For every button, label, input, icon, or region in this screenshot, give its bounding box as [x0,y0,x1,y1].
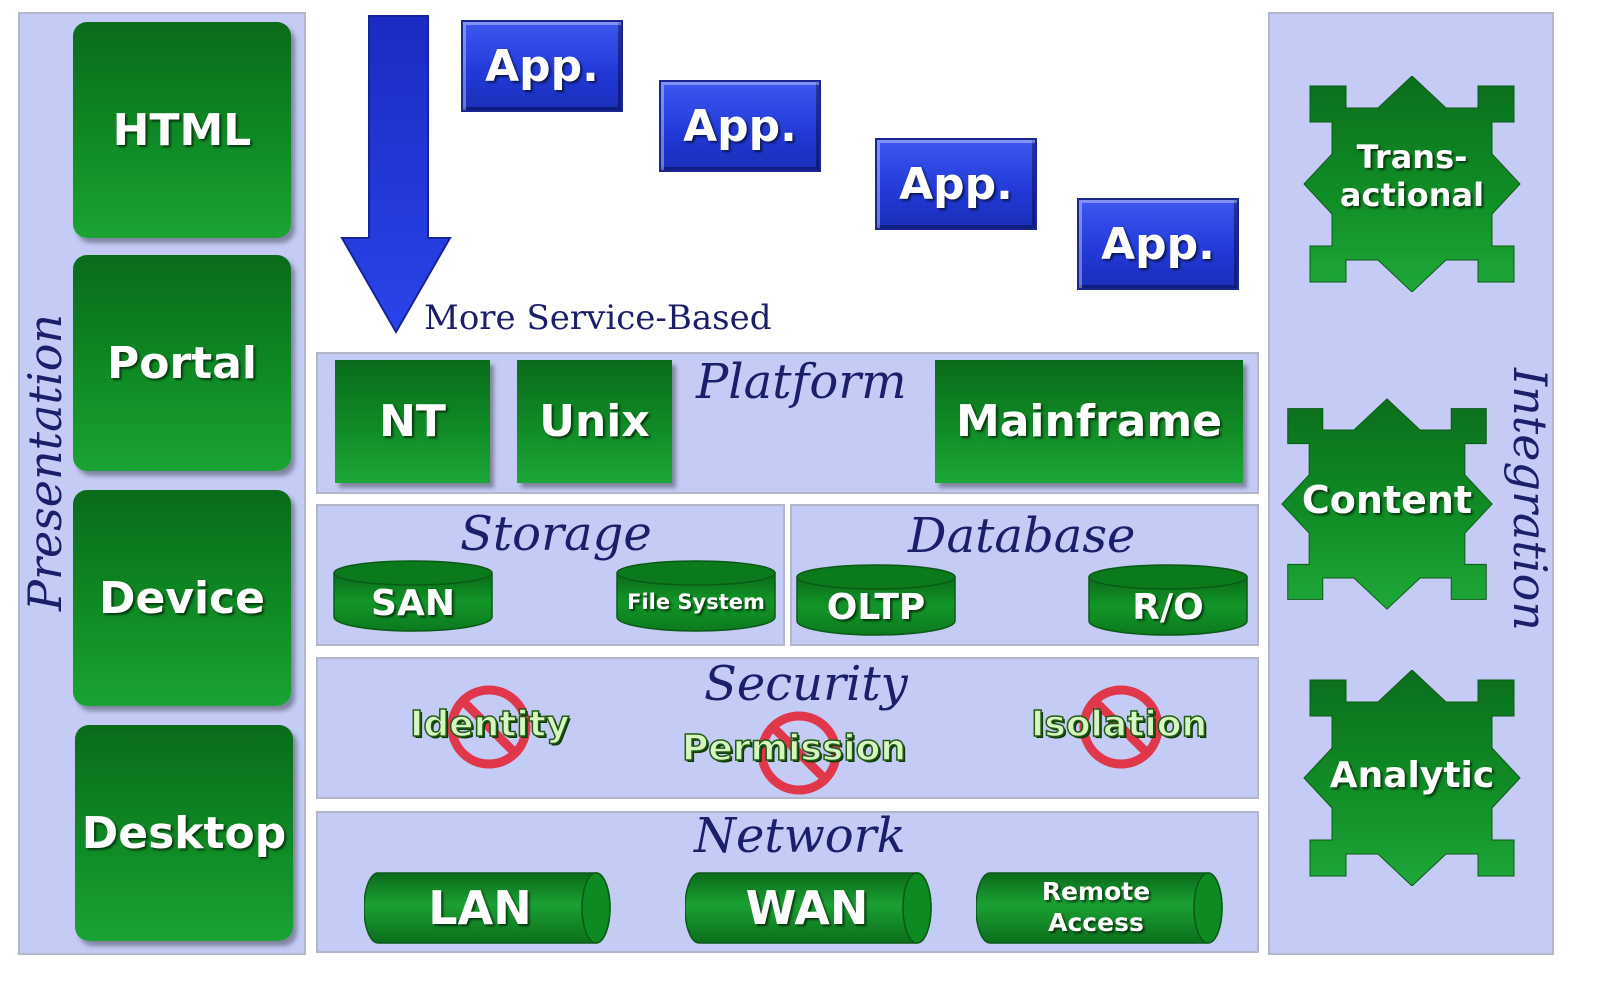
presentation-item-portal: Portal [73,255,291,471]
security-layer [316,657,1259,799]
network-pipe-icon [976,872,1223,944]
cross-arrows-icon [1303,76,1521,292]
no-sign-icon [1079,685,1163,769]
arrow-label: More Service-Based [424,298,772,338]
presentation-item-html: HTML [73,22,291,238]
security-item-isolation: Isolation [1030,703,1208,746]
remote-access-line1: Remote [1041,877,1151,906]
cross-arrows-icon [1281,398,1493,610]
analytic-label: Analytic [1329,755,1495,796]
database-item-ro: R/O [1132,587,1204,628]
disk-cylinder-icon [616,560,776,632]
app-box-1: App. [461,20,623,112]
integration-item-transactional: Trans- actional [1310,138,1514,215]
disk-cylinder-icon [333,560,493,632]
presentation-item-desktop: Desktop [75,725,293,941]
no-sign-icon [757,711,841,795]
no-sign-icon [447,685,531,769]
presentation-item-device: Device [73,490,291,706]
network-item-lan: LAN [364,880,596,938]
transactional-line1: Trans- [1356,138,1468,176]
network-item-remote-access: Remote Access [976,876,1216,939]
platform-item-unix: Unix [517,360,672,483]
security-item-identity: Identity [409,703,570,746]
network-title: Network [694,808,906,864]
remote-access-line2: Access [1048,908,1144,938]
disk-cylinder-icon [1088,564,1248,636]
storage-item-file-system: File System [627,590,765,614]
integration-item-analytic: Analytic [1300,754,1524,797]
cross-arrows-icon [1303,670,1521,886]
network-pipe-icon [685,872,932,944]
storage-title: Storage [460,506,652,562]
platform-title: Platform [696,354,907,410]
content-label: Content [1301,478,1473,522]
app-box-4: App. [1077,198,1239,290]
platform-item-nt: NT [335,360,490,483]
transactional-line2: actional [1339,176,1485,215]
disk-cylinder-icon [796,564,956,636]
integration-title: Integration [1503,368,1557,631]
network-pipe-icon [364,872,611,944]
lan-label: LAN [428,881,532,935]
storage-item-san: SAN [371,583,455,624]
integration-item-content: Content [1278,478,1496,524]
wan-label: WAN [745,881,869,935]
app-box-3: App. [875,138,1037,230]
database-item-oltp: OLTP [826,587,926,628]
security-title: Security [704,656,908,712]
down-arrow-icon [340,15,452,335]
app-box-2: App. [659,80,821,172]
network-item-wan: WAN [685,880,929,938]
database-title: Database [908,508,1136,564]
presentation-title: Presentation [18,313,72,611]
security-item-permission: Permission [681,727,906,770]
platform-item-mainframe: Mainframe [935,360,1243,483]
